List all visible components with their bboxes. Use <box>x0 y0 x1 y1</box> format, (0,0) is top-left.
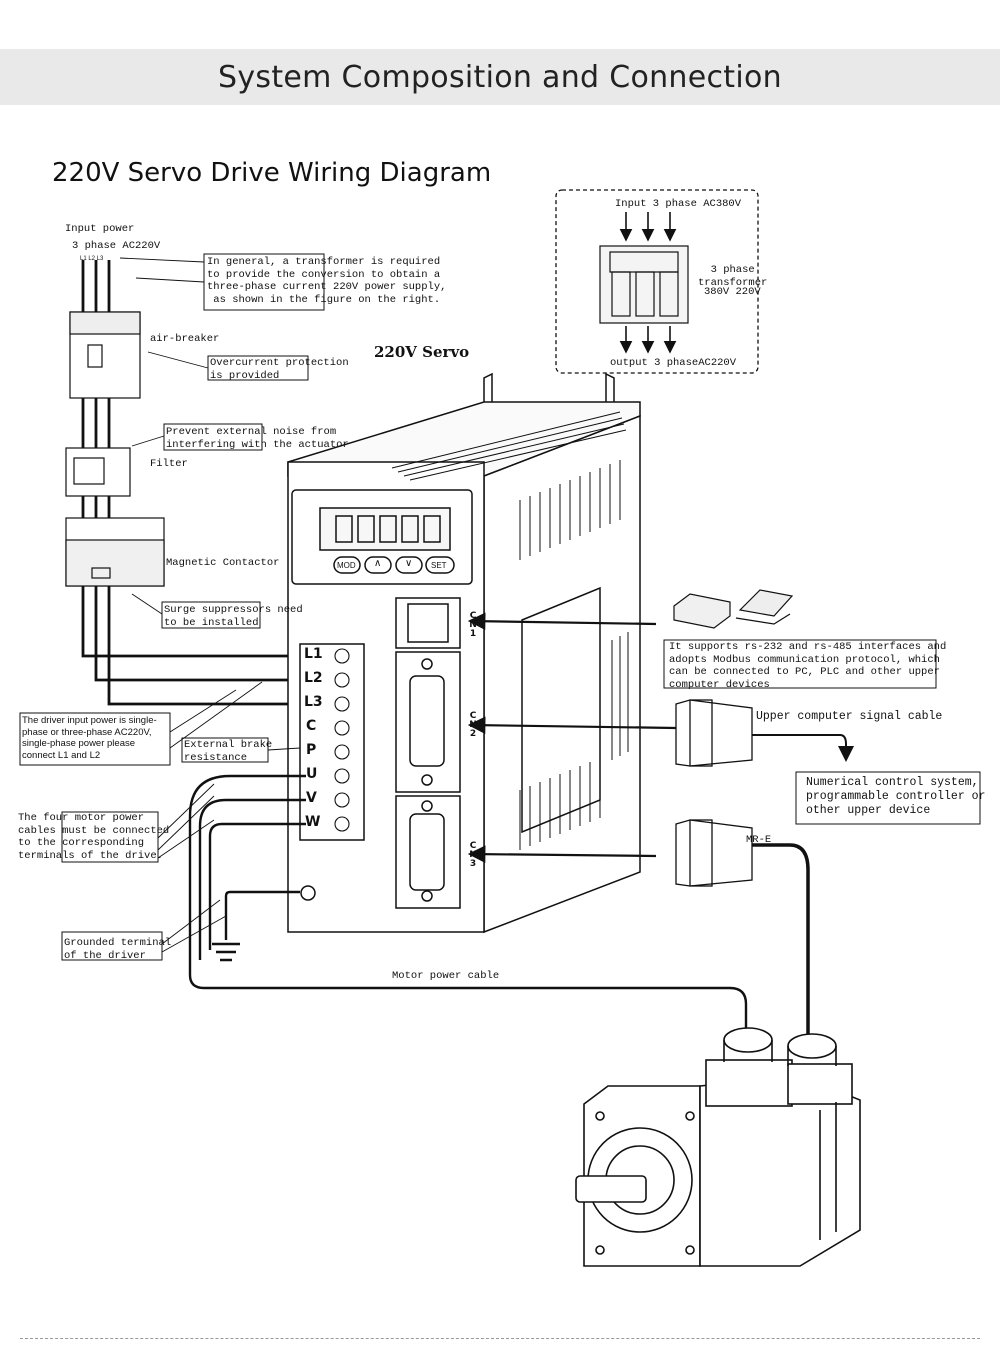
plc-icon <box>673 593 731 629</box>
leader-lines <box>119 257 301 953</box>
transformer-output: output 3 phaseAC220V <box>610 357 737 369</box>
surge-note: Surge suppressors need to be installed <box>164 604 303 629</box>
transformer-arrows <box>619 212 677 354</box>
transformer-name: 3 phase transformer <box>698 264 768 289</box>
laptop-icon <box>735 589 794 625</box>
input-power-label: Input power <box>65 223 135 235</box>
encoder-cable-label: MR-E <box>746 834 772 846</box>
ground-note: Grounded terminal of the driver <box>64 937 172 962</box>
upper-cable-label: Upper computer signal cable <box>756 710 943 723</box>
noise-note: Prevent external noise from interfering … <box>166 426 349 451</box>
encoder-cable <box>752 843 810 1040</box>
motor-cable-label: Motor power cable <box>392 970 500 982</box>
transformer-note: In general, a transformer is required to… <box>207 256 447 306</box>
servo-drive <box>287 372 641 934</box>
terminal-u: U <box>306 766 318 782</box>
brake-note: External brake resistance <box>184 739 273 764</box>
bottom-divider <box>20 1338 980 1339</box>
input-power-note: The driver input power is single- phase … <box>22 715 157 761</box>
motor-cables-note: The four motor power cables must be conn… <box>18 812 170 862</box>
servo-motor <box>575 1027 861 1267</box>
mod-button: MOD <box>337 561 356 570</box>
numerical-note: Numerical control system, programmable c… <box>806 776 986 817</box>
motor-power-wires <box>188 774 748 1030</box>
terminal-l3: L3 <box>304 694 323 710</box>
servo-label: 220V Servo <box>374 343 470 361</box>
down-button: ∨ <box>405 558 413 569</box>
input-power-wires <box>81 260 306 706</box>
servo-vents <box>391 411 629 850</box>
db-connectors <box>675 699 753 887</box>
diagram-subtitle: 220V Servo Drive Wiring Diagram <box>52 158 492 188</box>
phase-label: 3 phase AC220V <box>72 240 161 252</box>
up-button: ∧ <box>374 558 382 569</box>
terminal-l1: L1 <box>304 646 323 662</box>
line-tags: L1 L2 L3 <box>80 256 104 262</box>
terminal-p: P <box>306 742 317 758</box>
transformer-input: Input 3 phase AC380V <box>615 198 742 210</box>
header-banner: System Composition and Connection <box>0 49 1000 105</box>
terminal-v: V <box>306 790 317 806</box>
air-breaker-label: air-breaker <box>150 333 220 345</box>
transformer-ratio: 380V 220V <box>704 286 761 298</box>
magnetic-contactor <box>65 517 165 587</box>
terminal-screws <box>334 648 350 832</box>
air-breaker <box>69 311 141 399</box>
set-button: SET <box>431 561 447 570</box>
terminal-l2: L2 <box>304 670 323 686</box>
signal-arrows <box>467 612 677 863</box>
signal-cable-to-cnc <box>752 733 854 762</box>
overcurrent-note: Overcurrent protection is provided <box>210 357 349 382</box>
filter-label: Filter <box>150 458 188 470</box>
terminal-w: W <box>305 814 321 830</box>
ground-screw <box>300 885 316 901</box>
contactor-label: Magnetic Contactor <box>166 557 280 569</box>
page-title: System Composition and Connection <box>218 59 782 95</box>
transformer-icon <box>599 245 689 324</box>
transformer-box <box>555 189 759 374</box>
filter-device <box>65 447 131 497</box>
terminal-c: C <box>306 718 317 734</box>
rs-note: It supports rs-232 and rs-485 interfaces… <box>669 641 947 691</box>
